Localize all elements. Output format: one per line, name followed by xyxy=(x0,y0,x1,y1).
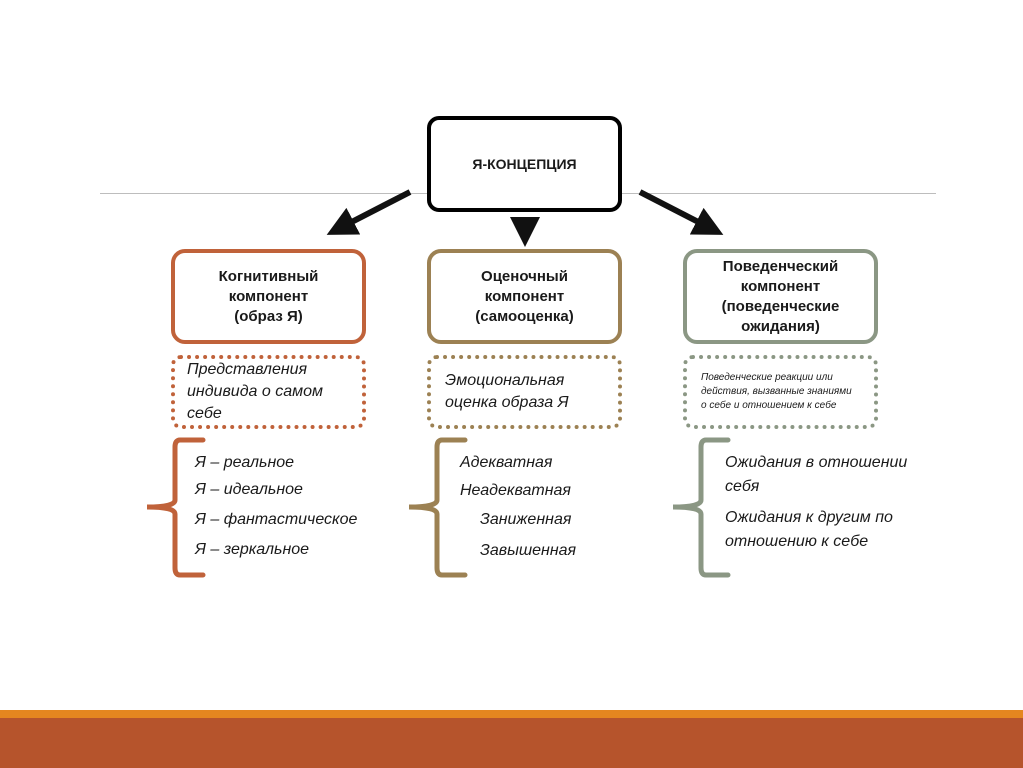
title-line: Когнитивный xyxy=(218,267,319,285)
description-line: оценка образа Я xyxy=(445,394,569,411)
item-underestimated: Заниженная xyxy=(480,511,572,528)
description-line: действия, вызванные знаниями xyxy=(701,386,852,397)
arrow-left xyxy=(326,189,412,235)
title-line: Поведенческий xyxy=(722,257,839,275)
item-ideal-self: Я – идеальное xyxy=(195,481,303,498)
item-expectations-self-line2: себя xyxy=(725,478,760,495)
description-line: Представления xyxy=(187,361,308,378)
description-line: себе xyxy=(187,405,222,422)
item-adequate: Адекватная xyxy=(460,454,553,471)
item-mirror-self: Я – зеркальное xyxy=(195,541,310,558)
title-line: компонент xyxy=(484,287,565,305)
item-expectations-others-line2: отношению к себе xyxy=(725,533,869,550)
root-label: Я-КОНЦЕПЦИЯ xyxy=(472,156,577,172)
component-cognitive: Когнитивный компонент (образ Я) xyxy=(171,249,366,344)
item-inadequate: Неадекватная xyxy=(460,482,571,499)
item-expectations-self-line1: Ожидания в отношении xyxy=(725,454,908,471)
title-line: компонент xyxy=(228,287,309,305)
component-evaluative: Оценочный компонент (самооценка) xyxy=(427,249,622,344)
arrow-right xyxy=(638,189,724,235)
title-line: Оценочный xyxy=(481,267,568,285)
description-line: Поведенческие реакции или xyxy=(701,372,833,383)
root-node: Я-КОНЦЕПЦИЯ xyxy=(427,116,622,212)
title-line: (самооценка) xyxy=(475,307,574,325)
title-line: компонент xyxy=(740,277,821,295)
title-line: (образ Я) xyxy=(234,307,303,325)
item-fantastic-self: Я – фантастическое xyxy=(195,511,358,528)
brace-cognitive xyxy=(146,437,206,578)
brace-behavioral xyxy=(672,437,731,578)
item-real-self: Я – реальное xyxy=(195,454,295,471)
description-evaluative: Эмоциональная оценка образа Я xyxy=(427,355,622,429)
description-line: индивида о самом xyxy=(187,383,323,400)
item-overestimated: Завышенная xyxy=(480,542,577,559)
description-cognitive: Представления индивида о самом себе xyxy=(171,355,366,429)
component-behavioral: Поведенческий компонент (поведенческие о… xyxy=(683,249,878,344)
title-line: (поведенческие xyxy=(721,297,840,315)
description-behavioral: Поведенческие реакции или действия, вызв… xyxy=(683,355,878,429)
description-line: о себе и отношением к себе xyxy=(701,400,837,411)
brace-evaluative xyxy=(408,437,468,578)
description-line: Эмоциональная xyxy=(445,372,565,389)
footer-band xyxy=(0,718,1023,768)
title-line: ожидания) xyxy=(741,317,820,335)
item-expectations-others-line1: Ожидания к другим по xyxy=(725,509,893,526)
footer-stripe xyxy=(0,710,1023,718)
